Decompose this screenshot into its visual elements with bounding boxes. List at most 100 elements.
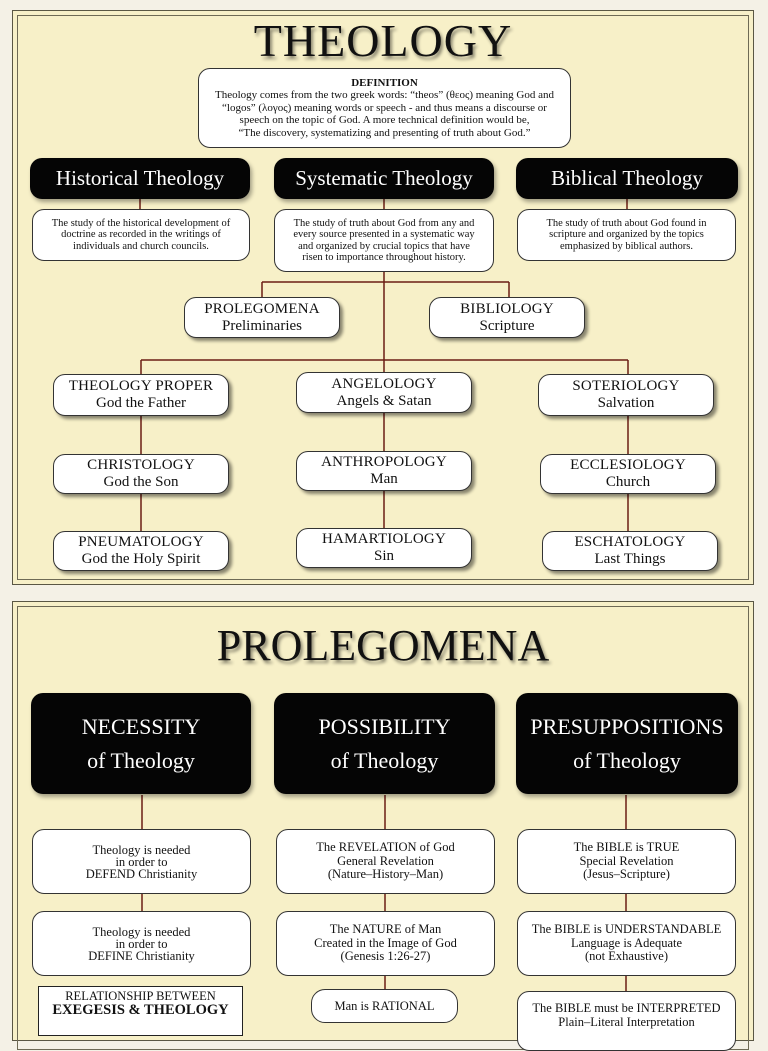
- desc-line: individuals and church councils.: [73, 240, 209, 252]
- desc-line: and organized by crucial topics that hav…: [298, 240, 470, 252]
- box-line: The NATURE of Man: [329, 922, 442, 937]
- theology-connector-lines: [139, 199, 629, 531]
- topic-sub: God the Son: [103, 474, 179, 490]
- topic-theology-proper: THEOLOGY PROPER God the Father: [53, 374, 229, 416]
- box-line: General Revelation: [337, 853, 434, 868]
- box-line: Theology is needed: [92, 842, 191, 857]
- column-head2: of Theology: [330, 747, 439, 773]
- topic-sub: Preliminaries: [222, 317, 302, 334]
- prolegomena-title: PROLEGOMENA: [216, 621, 550, 670]
- topic-name: CHRISTOLOGY: [87, 457, 195, 473]
- desc-line: The study of the historical development …: [51, 217, 231, 229]
- topic-sub: God the Holy Spirit: [81, 551, 201, 567]
- relationship-line2: EXEGESIS & THEOLOGY: [52, 1002, 229, 1018]
- topic-sub: Sin: [373, 548, 394, 564]
- necessity-defend-box: Theology is needed in order to DEFEND Ch…: [32, 829, 251, 894]
- topic-name: BIBLIOLOGY: [460, 300, 554, 317]
- topic-sub: Salvation: [597, 395, 655, 411]
- topic-angelology: ANGELOLOGY Angels & Satan: [296, 372, 472, 413]
- topic-name: HAMARTIOLOGY: [322, 531, 446, 547]
- relationship-line1: RELATIONSHIP BETWEEN: [65, 989, 216, 1003]
- topic-hamartiology: HAMARTIOLOGY Sin: [296, 528, 472, 568]
- systematic-theology-header: Systematic Theology: [274, 158, 494, 199]
- presupposition-true-box: The BIBLE is TRUE Special Revelation (Je…: [517, 829, 736, 894]
- definition-line: “The discovery, systematizing and presen…: [238, 126, 531, 139]
- historical-theology-description: The study of the historical development …: [32, 209, 250, 261]
- box-line: The BIBLE must be INTERPRETED: [532, 1001, 721, 1015]
- box-line: (Nature–History–Man): [327, 867, 444, 882]
- box-line: Man is RATIONAL: [334, 999, 435, 1013]
- column-head2: of Theology: [87, 747, 195, 773]
- biblical-theology-description: The study of truth about God found in sc…: [517, 209, 736, 261]
- box-line: The REVELATION of God: [316, 840, 455, 855]
- box-line: Theology is needed: [92, 924, 191, 939]
- box-line: in order to: [115, 854, 168, 869]
- topic-sub: Church: [605, 474, 651, 490]
- topic-anthropology: ANTHROPOLOGY Man: [296, 451, 472, 491]
- topic-christology: CHRISTOLOGY God the Son: [53, 454, 229, 494]
- desc-line: doctrine as recorded in the writings of: [61, 229, 221, 241]
- topic-name: THEOLOGY PROPER: [68, 378, 214, 394]
- presupposition-interpreted-box: The BIBLE must be INTERPRETED Plain–Lite…: [517, 991, 736, 1051]
- box-line: DEFEND Christianity: [85, 866, 198, 881]
- topic-name: ECCLESIOLOGY: [570, 457, 686, 473]
- box-line: Language is Adequate: [570, 935, 683, 950]
- topic-sub: Scripture: [479, 317, 535, 334]
- branch-title: Systematic Theology: [295, 166, 473, 190]
- possibility-nature-box: The NATURE of Man Created in the Image o…: [276, 911, 495, 976]
- relationship-box: RELATIONSHIP BETWEEN EXEGESIS & THEOLOGY: [38, 986, 243, 1036]
- definition-line: Theology comes from the two greek words:…: [215, 89, 554, 102]
- definition-heading: DEFINITION: [351, 76, 418, 89]
- theology-panel-border: [17, 15, 749, 580]
- topic-name: PNEUMATOLOGY: [78, 534, 204, 550]
- box-line: The BIBLE is UNDERSTANDABLE: [531, 922, 722, 937]
- desc-line: The study of truth about God found in: [546, 217, 707, 229]
- necessity-header: NECESSITY of Theology: [31, 693, 251, 794]
- topic-sub: God the Father: [96, 395, 186, 411]
- topic-name: ESCHATOLOGY: [574, 534, 686, 550]
- topic-name: ANTHROPOLOGY: [321, 454, 447, 470]
- presuppositions-header: PRESUPPOSITIONS of Theology: [516, 693, 738, 794]
- column-head1: NECESSITY: [81, 713, 201, 739]
- desc-line: risen to importance throughout history.: [302, 252, 466, 263]
- topic-bibliology: BIBLIOLOGY Scripture: [429, 297, 585, 338]
- topic-sub: Last Things: [594, 551, 666, 567]
- topic-eschatology: ESCHATOLOGY Last Things: [542, 531, 718, 571]
- box-line: Created in the Image of God: [314, 935, 457, 950]
- box-line: (Jesus–Scripture): [583, 867, 670, 882]
- branch-title: Biblical Theology: [551, 166, 703, 190]
- box-line: in order to: [115, 936, 168, 951]
- topic-ecclesiology: ECCLESIOLOGY Church: [540, 454, 716, 494]
- topic-pneumatology: PNEUMATOLOGY God the Holy Spirit: [53, 531, 229, 571]
- column-head1: PRESUPPOSITIONS: [530, 713, 724, 739]
- desc-line: scripture and organized by the topics: [549, 229, 704, 241]
- box-line: Special Revelation: [579, 853, 674, 868]
- systematic-theology-description: The study of truth about God from any an…: [274, 209, 494, 272]
- topic-prolegomena: PROLEGOMENA Preliminaries: [184, 297, 340, 338]
- topic-soteriology: SOTERIOLOGY Salvation: [538, 374, 714, 416]
- column-head1: POSSIBILITY: [318, 713, 451, 739]
- topic-sub: Angels & Satan: [336, 392, 432, 409]
- box-line: DEFINE Christianity: [88, 948, 195, 963]
- biblical-theology-header: Biblical Theology: [516, 158, 738, 199]
- topic-sub: Man: [370, 471, 398, 487]
- possibility-revelation-box: The REVELATION of God General Revelation…: [276, 829, 495, 894]
- definition-line: “logos” (λογος) meaning words or speech …: [222, 101, 547, 114]
- definition-line: speech on the topic of God. A more techn…: [239, 114, 530, 127]
- box-line: The BIBLE is TRUE: [573, 840, 680, 855]
- column-head2: of Theology: [573, 747, 681, 773]
- possibility-header: POSSIBILITY of Theology: [274, 693, 495, 794]
- possibility-rational-box: Man is RATIONAL: [311, 989, 458, 1023]
- topic-name: SOTERIOLOGY: [572, 378, 680, 394]
- box-line: (Genesis 1:26-27): [340, 949, 431, 964]
- prolegomena-panel: PROLEGOMENA NECESSITY of Theology POSSIB…: [12, 601, 754, 1051]
- theology-title: THEOLOGY: [253, 15, 513, 66]
- box-line: Plain–Literal Interpretation: [558, 1014, 695, 1029]
- necessity-define-box: Theology is needed in order to DEFINE Ch…: [32, 911, 251, 976]
- definition-box: DEFINITION Theology comes from the two g…: [198, 68, 571, 148]
- prolegomena-connector-lines: [141, 795, 627, 991]
- historical-theology-header: Historical Theology: [30, 158, 250, 199]
- branch-title: Historical Theology: [55, 166, 225, 190]
- theology-panel: THEOLOGY DEFINITION Theology comes from …: [12, 10, 754, 585]
- presupposition-understandable-box: The BIBLE is UNDERSTANDABLE Language is …: [517, 911, 736, 976]
